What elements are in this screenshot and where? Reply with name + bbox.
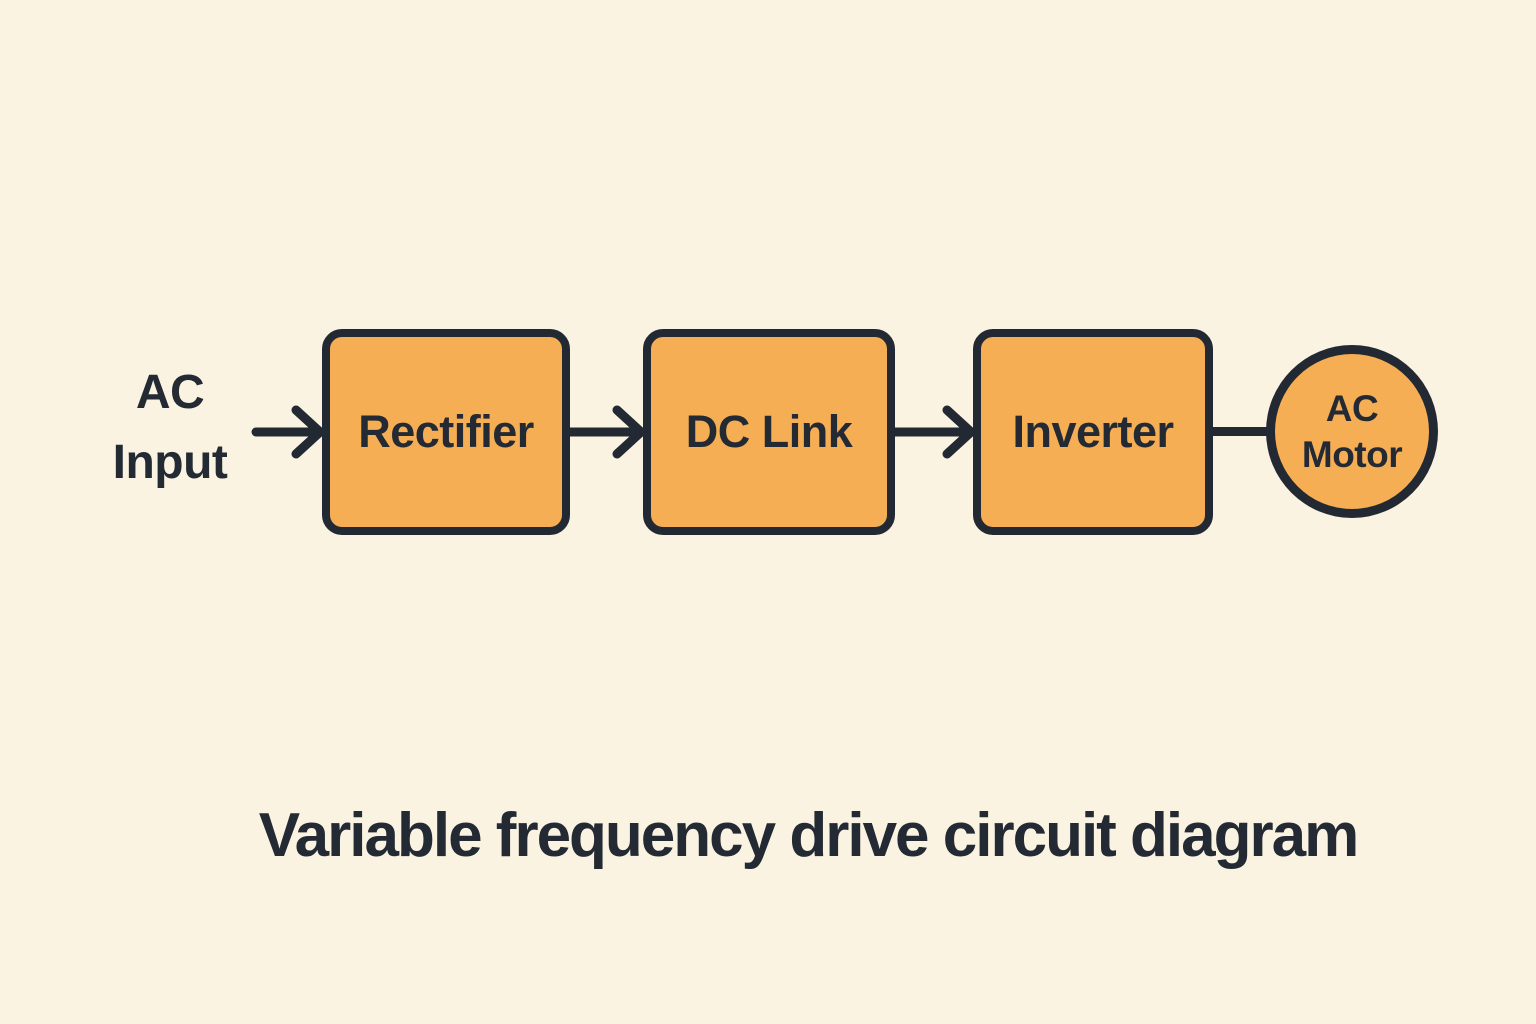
arrow-right-icon [891,405,976,459]
node-ac-motor-label-line1: AC [1325,387,1379,429]
node-dc-link: DC Link [643,329,895,535]
connector-line [1208,427,1272,436]
arrow-right-icon [251,405,325,459]
node-inverter: Inverter [973,329,1213,535]
node-inverter-label: Inverter [1012,406,1174,457]
ac-input-label: AC Input [80,358,260,498]
node-ac-motor: AC Motor [1266,345,1438,518]
node-rectifier: Rectifier [322,329,570,535]
ac-input-label-line2: Input [112,436,228,489]
ac-input-label-line1: AC [135,366,205,419]
node-rectifier-label: Rectifier [358,406,534,457]
diagram-title: Variable frequency drive circuit diagram [258,801,1359,870]
node-dc-link-label: DC Link [685,406,853,457]
arrow-right-icon [566,405,646,459]
node-ac-motor-label-line2: Motor [1301,433,1403,475]
